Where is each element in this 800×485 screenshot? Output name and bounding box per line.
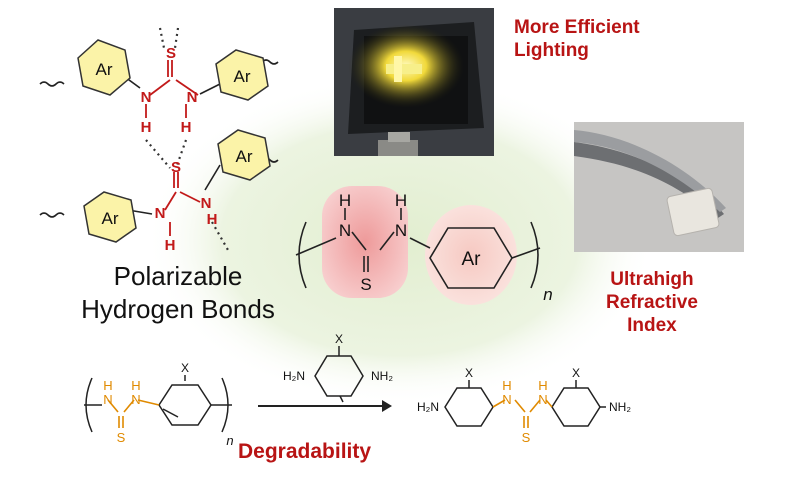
central-s: S	[360, 275, 371, 294]
lighting-device-drawing	[334, 8, 494, 156]
left-x: X	[181, 361, 189, 375]
thiourea-upper	[145, 60, 199, 118]
right-h-1: H	[502, 378, 511, 393]
central-h-right: H	[395, 191, 407, 210]
refractive-label-line-2: Refractive	[606, 292, 698, 313]
h-atom-upper-right: H	[181, 119, 192, 136]
lighting-label-line-2: Lighting	[514, 40, 589, 61]
thiourea-lower	[164, 172, 201, 236]
hbond-dashes	[145, 27, 229, 251]
ar-label-4: Ar	[102, 209, 119, 228]
lighting-label-line-1: More Efficient	[514, 17, 640, 38]
h-atom-lower-left: H	[165, 237, 176, 254]
n-atom-lower-right: N	[201, 195, 212, 212]
thiourea-orange-bonds	[107, 399, 553, 428]
central-n-right: N	[395, 221, 407, 240]
h-atom-upper-left: H	[141, 119, 152, 136]
reagent-nh2: NH₂	[371, 369, 393, 383]
refractive-label-line-3: Index	[627, 315, 677, 336]
left-n-1: N	[103, 392, 112, 407]
n-atom-lower-left: N	[155, 205, 166, 222]
product-x-1: X	[465, 366, 473, 380]
s-atom-lower: S	[171, 159, 181, 176]
reaction-arrowhead	[382, 400, 392, 412]
ar-ring-3	[217, 129, 271, 181]
hbonds-label-line-1: Polarizable	[113, 261, 243, 291]
ar-label-1: Ar	[96, 60, 113, 79]
degradation-scheme: H N H N S H N H N S X n X H₂N NH₂ X X H₂…	[84, 332, 631, 448]
ring-highlight	[425, 205, 517, 305]
lighting-label: More Efficient Lighting	[514, 16, 640, 62]
refractive-label: Ultrahigh Refractive Index	[606, 268, 698, 337]
ar-label-2: Ar	[234, 67, 251, 86]
ar-rings-cluster	[77, 39, 271, 243]
s-atom-upper: S	[166, 45, 176, 62]
thiourea-highlight	[322, 186, 408, 298]
left-h-2: H	[131, 378, 140, 393]
reagent-h2n: H₂N	[283, 369, 305, 383]
central-h-left: H	[339, 191, 351, 210]
product-h2n: H₂N	[417, 400, 439, 414]
hbonds-label-line-2: Hydrogen Bonds	[81, 294, 275, 324]
ar-ring-2	[215, 49, 269, 101]
n-atom-upper-left: N	[141, 89, 152, 106]
right-h-2: H	[538, 378, 547, 393]
right-n-2: N	[538, 392, 547, 407]
ar-label-3: Ar	[236, 147, 253, 166]
tweezers-drawing	[574, 122, 744, 252]
left-s: S	[117, 430, 126, 445]
refractive-label-line-1: Ultrahigh	[610, 269, 694, 290]
central-n-subscript: n	[543, 285, 552, 304]
product-nh2: NH₂	[609, 400, 631, 414]
right-s: S	[522, 430, 531, 445]
lighting-device-photo	[334, 8, 494, 156]
central-ar: Ar	[462, 249, 482, 270]
central-polymer: H H N N S Ar n	[295, 186, 553, 305]
left-h-1: H	[103, 378, 112, 393]
hbonds-label: Polarizable Hydrogen Bonds	[58, 260, 298, 326]
hbond-cluster	[39, 59, 279, 218]
product-x-2: X	[572, 366, 580, 380]
h-atom-lower-right: H	[207, 211, 218, 228]
ar-ring-1	[77, 39, 131, 96]
left-n-subscript: n	[226, 433, 233, 448]
degradability-label: Degradability	[238, 440, 372, 463]
central-n-left: N	[339, 221, 351, 240]
ar-ring-4	[83, 191, 137, 243]
reagent-x: X	[335, 332, 343, 346]
right-n-1: N	[502, 392, 511, 407]
refractive-film-photo	[574, 122, 744, 252]
n-atom-upper-right: N	[187, 89, 198, 106]
left-n-2: N	[131, 392, 140, 407]
